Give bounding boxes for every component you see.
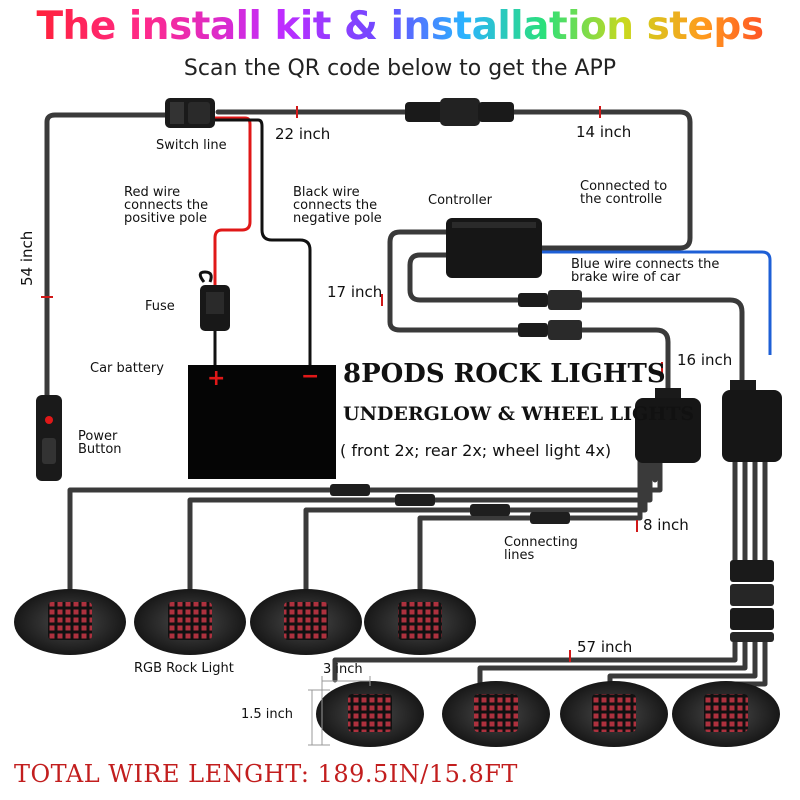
wire-17-label: 17 inch <box>327 283 383 301</box>
blue-wire-label-1: Blue wire connects the <box>571 257 720 272</box>
rock-light-pod <box>560 681 668 747</box>
switch-connector <box>165 98 215 128</box>
car-battery-label: Car battery <box>90 361 164 376</box>
negative-terminal: − <box>301 364 320 389</box>
page-title: The install kit & installation steps <box>0 4 800 49</box>
wire-16-label: 16 inch <box>677 351 733 369</box>
blue-wire-label-2: brake wire of car <box>571 270 681 285</box>
connecting-lines-label-2: lines <box>504 548 535 563</box>
positive-terminal: + <box>207 366 226 391</box>
product-subtitle: UNDERGLOW & WHEEL LIGHTS <box>343 403 695 425</box>
pod-width-label: 3 inch <box>323 662 363 677</box>
left-splitter <box>635 388 701 463</box>
black-wire <box>205 118 312 365</box>
rock-light-pod <box>134 589 246 655</box>
black-wire-label-3: negative pole <box>293 211 382 226</box>
red-wire-label-1: Red wire <box>124 185 181 200</box>
rock-light-pod <box>250 589 362 655</box>
product-note: ( front 2x; rear 2x; wheel light 4x) <box>340 441 612 460</box>
fuse-label: Fuse <box>145 299 175 314</box>
connector-stack <box>730 560 774 642</box>
power-button-device <box>36 395 62 481</box>
connected-label-2: the controlle <box>580 192 663 207</box>
total-wire-length: TOTAL WIRE LENGHT: 189.5IN/15.8FT <box>14 760 518 788</box>
power-button-label-1: Power <box>78 429 118 444</box>
switch-line-label: Switch line <box>156 138 227 153</box>
dimension-lines <box>308 676 371 746</box>
rock-light-pod <box>316 681 424 747</box>
rock-light-row-1 <box>14 589 476 655</box>
fuse-holder <box>198 270 230 331</box>
rock-light-pod <box>364 589 476 655</box>
black-wire-label-2: connects the <box>293 198 378 213</box>
length-ticks <box>41 106 663 662</box>
red-wire-label-3: positive pole <box>124 211 207 226</box>
connected-label-1: Connected to <box>580 179 668 194</box>
top-connector <box>405 98 514 126</box>
controller-label: Controller <box>428 193 492 208</box>
right-splitter <box>722 380 782 462</box>
rock-light-pod <box>14 589 126 655</box>
lead-connectors <box>518 290 582 340</box>
wire-8-label: 8 inch <box>643 516 689 534</box>
wire-54-label: 54 inch <box>18 230 36 286</box>
product-name: 8PODS ROCK LIGHTS <box>343 359 666 389</box>
power-button-label-2: Button <box>78 442 122 457</box>
light-lead-connectors <box>330 484 570 524</box>
rock-light-pod <box>442 681 550 747</box>
wire-14-label: 14 inch <box>576 123 632 141</box>
rock-light-pod <box>672 681 780 747</box>
car-battery-body <box>188 365 336 479</box>
red-wire-label-2: connects the <box>124 198 209 213</box>
controller-box <box>446 218 542 278</box>
page-subtitle: Scan the QR code below to get the APP <box>183 56 617 81</box>
black-wire-label-1: Black wire <box>293 185 360 200</box>
connecting-lines-label-1: Connecting <box>504 535 578 550</box>
rock-light-row-2 <box>316 681 780 747</box>
wire-57-label: 57 inch <box>577 638 633 656</box>
pod-height-label: 1.5 inch <box>241 707 294 722</box>
blue-wire <box>540 250 772 355</box>
main-wires <box>44 109 768 691</box>
rgb-rock-light-label: RGB Rock Light <box>134 661 234 676</box>
wire-22-label: 22 inch <box>275 125 331 143</box>
